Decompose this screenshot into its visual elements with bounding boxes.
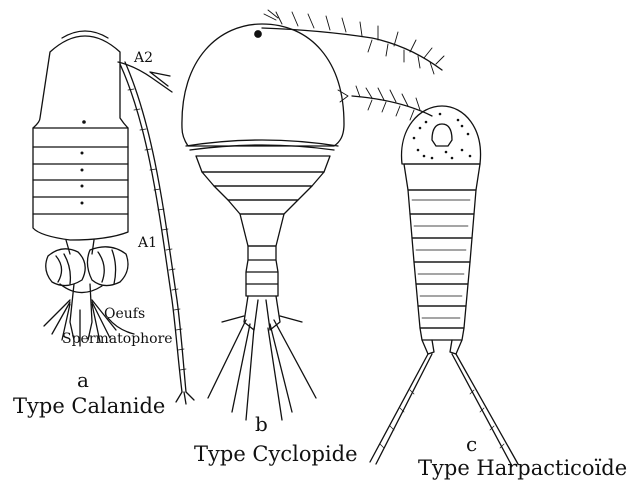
harpacticoid-setae (370, 354, 518, 466)
type-calanide-label: Type Calanide (13, 396, 165, 417)
label-eggs: Oeufs (104, 307, 145, 321)
label-antenna-a1: A1 (138, 236, 157, 250)
label-antenna-a2: A2 (134, 51, 153, 65)
letter-b: b (255, 414, 268, 434)
label-spermatophore: Spermatophore (62, 332, 173, 346)
type-cyclopide-label: Type Cyclopide (194, 444, 358, 465)
cyclopoid-cephalothorax (182, 24, 344, 146)
calanoid-body (33, 36, 128, 240)
letter-c: c (466, 434, 477, 454)
calanoid-egg-sacs (46, 240, 128, 293)
type-harpacticoide-label: Type Harpacticoïde (418, 458, 627, 479)
cyclopoid-antennule (262, 28, 442, 70)
cyclopoid-drawing (182, 10, 444, 420)
harpacticoid-drawing (338, 86, 518, 466)
calanoid-drawing (33, 31, 194, 404)
cyclopoid-setae (208, 316, 316, 420)
letter-a: a (77, 370, 89, 390)
